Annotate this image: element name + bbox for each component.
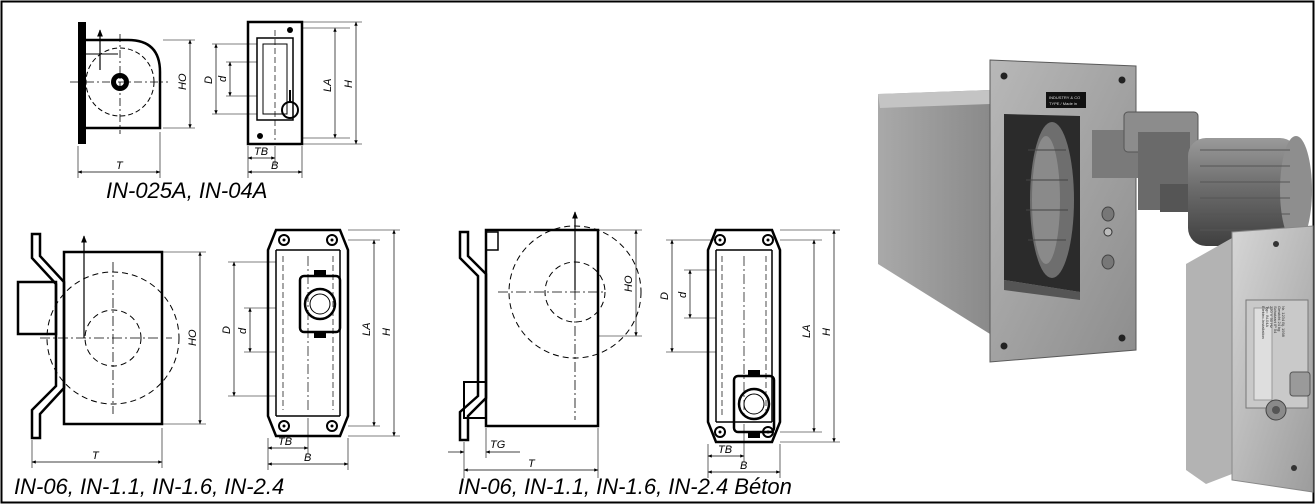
dim-small-d-beton: d	[677, 291, 689, 298]
dim-la-beton: LA	[801, 325, 813, 338]
drawing-standard-side-view: HO T	[16, 232, 206, 468]
bolt-icon	[326, 234, 338, 246]
dim-tb-small: TB	[254, 146, 268, 158]
bolt-icon	[762, 234, 774, 246]
dim-tb-beton: TB	[718, 444, 732, 456]
drawing-small-front-view: D d LA H TB B	[203, 20, 362, 178]
caption-beton-set: IN-06, IN-1.1, IN-1.6, IN-2.4 Béton	[458, 474, 792, 499]
product-photo-small-unit: Elektro-Installation Typ: IN-04A 220 V 5…	[1186, 225, 1314, 493]
dim-big-d-beton: D	[659, 292, 671, 300]
product-photo-main-unit: INDUSTRY & CO TYPE / Made in	[878, 59, 1312, 363]
caption-standard-set: IN-06, IN-1.1, IN-1.6, IN-2.4	[14, 474, 284, 499]
nameplate-line1: INDUSTRY & CO	[1049, 95, 1080, 100]
dim-la-standard: LA	[361, 323, 373, 336]
dim-b-small: B	[271, 160, 278, 172]
dim-b-standard: B	[304, 452, 311, 464]
unit-label-line: Elektro-Installation	[1261, 306, 1266, 339]
unit-label-line: Typ: IN-04A	[1265, 306, 1270, 327]
drawing-standard-front-view: D d LA H TB B	[221, 228, 400, 470]
nameplate-line2: TYPE / Made in	[1049, 101, 1077, 106]
dim-tb-standard: TB	[278, 436, 292, 448]
drawing-beton-side-view: HO TG T	[448, 211, 642, 478]
drawing-small-side-view: HO T	[70, 22, 195, 178]
dim-h-standard: H	[381, 328, 393, 336]
unit-label-line: 220 V 50 Hz	[1269, 306, 1274, 328]
dim-la-small: LA	[322, 79, 334, 92]
dim-big-d-small: D	[203, 76, 215, 84]
drawing-beton-front-view: D d LA H TB B	[659, 228, 840, 478]
dim-b-beton: B	[740, 460, 747, 472]
bolt-icon	[278, 234, 290, 246]
unit-label-line: Gewicht 24 kg	[1277, 306, 1282, 331]
bolt-icon	[714, 426, 726, 438]
bolt-icon	[278, 420, 290, 432]
unit-label-line: Nr. 1234 Bj. 1998	[1281, 306, 1286, 338]
dim-h-beton: H	[821, 328, 833, 336]
dim-ho-beton: HO	[623, 275, 635, 292]
caption-top-set: IN-025A, IN-04A	[106, 178, 267, 203]
dim-t-beton: T	[528, 458, 536, 470]
dim-t-small: T	[116, 160, 124, 172]
dim-tg-beton: TG	[490, 439, 506, 451]
dim-t-standard: T	[92, 450, 100, 462]
dim-h-small: H	[343, 80, 355, 88]
dim-small-d-small: d	[217, 75, 229, 82]
dim-ho-small: HO	[177, 73, 189, 90]
bolt-icon	[326, 420, 338, 432]
dim-small-d-standard: d	[237, 327, 249, 334]
dim-big-d-standard: D	[221, 326, 233, 334]
unit-label-line: Schutzart IP 54	[1273, 306, 1278, 334]
bolt-icon	[714, 234, 726, 246]
dim-ho-standard: HO	[187, 329, 199, 346]
